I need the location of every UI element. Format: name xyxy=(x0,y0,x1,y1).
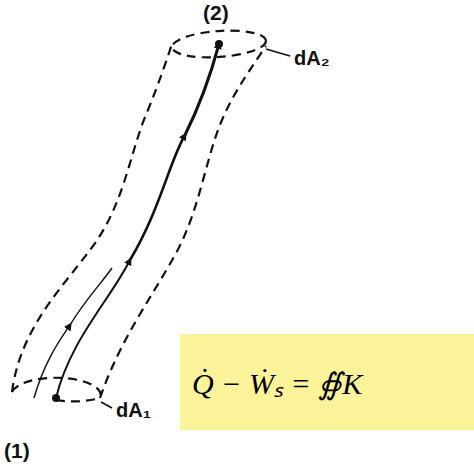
streamline xyxy=(34,325,70,398)
leader-line xyxy=(101,402,112,408)
area-label: dA₁ xyxy=(116,400,151,420)
point-label: (2) xyxy=(203,2,229,23)
area-ellipse xyxy=(171,28,267,60)
streamline xyxy=(130,135,185,260)
point xyxy=(215,40,223,48)
streamline xyxy=(185,44,219,135)
equation-box: Q̇ − Ẇₛ = ∯K xyxy=(180,334,474,430)
tube-wall xyxy=(12,44,172,392)
leader-line xyxy=(266,49,290,56)
equation-text: Q̇ − Ẇₛ = ∯K xyxy=(192,362,474,403)
area-label: dA₂ xyxy=(294,48,330,68)
point-label: (1) xyxy=(4,440,30,461)
point xyxy=(52,394,60,402)
streamline xyxy=(70,268,112,325)
